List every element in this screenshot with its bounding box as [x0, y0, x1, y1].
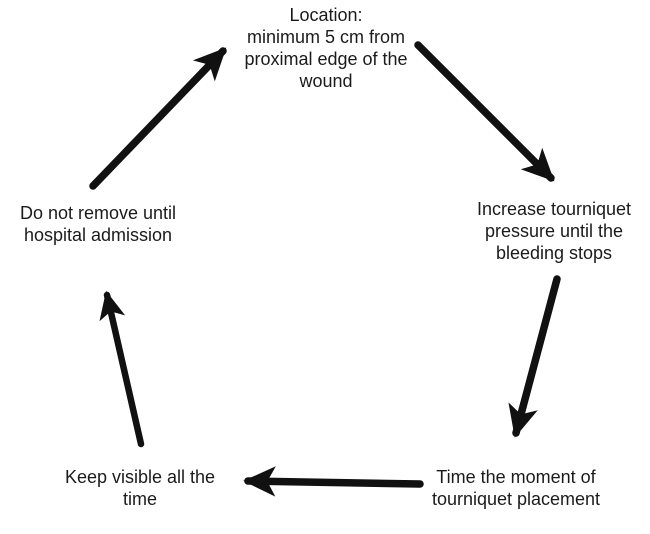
- node-increase-pressure: Increase tourniquet pressure until the b…: [476, 199, 632, 263]
- node-time-placement: Time the moment of tourniquet placement: [431, 467, 601, 509]
- node-do-not-remove: Do not remove until hospital admission: [19, 203, 177, 245]
- arrow-pressure-to-time: [508, 275, 561, 438]
- arrow-location-to-pressure: [414, 41, 555, 182]
- arrow-visible-to-remove: [99, 290, 145, 448]
- node-keep-visible: Keep visible all the time: [64, 467, 216, 509]
- node-location: Location: minimum 5 cm from proximal edg…: [244, 5, 408, 91]
- arrow-time-to-visible: [243, 466, 424, 497]
- arrow-remove-to-location: [89, 47, 227, 190]
